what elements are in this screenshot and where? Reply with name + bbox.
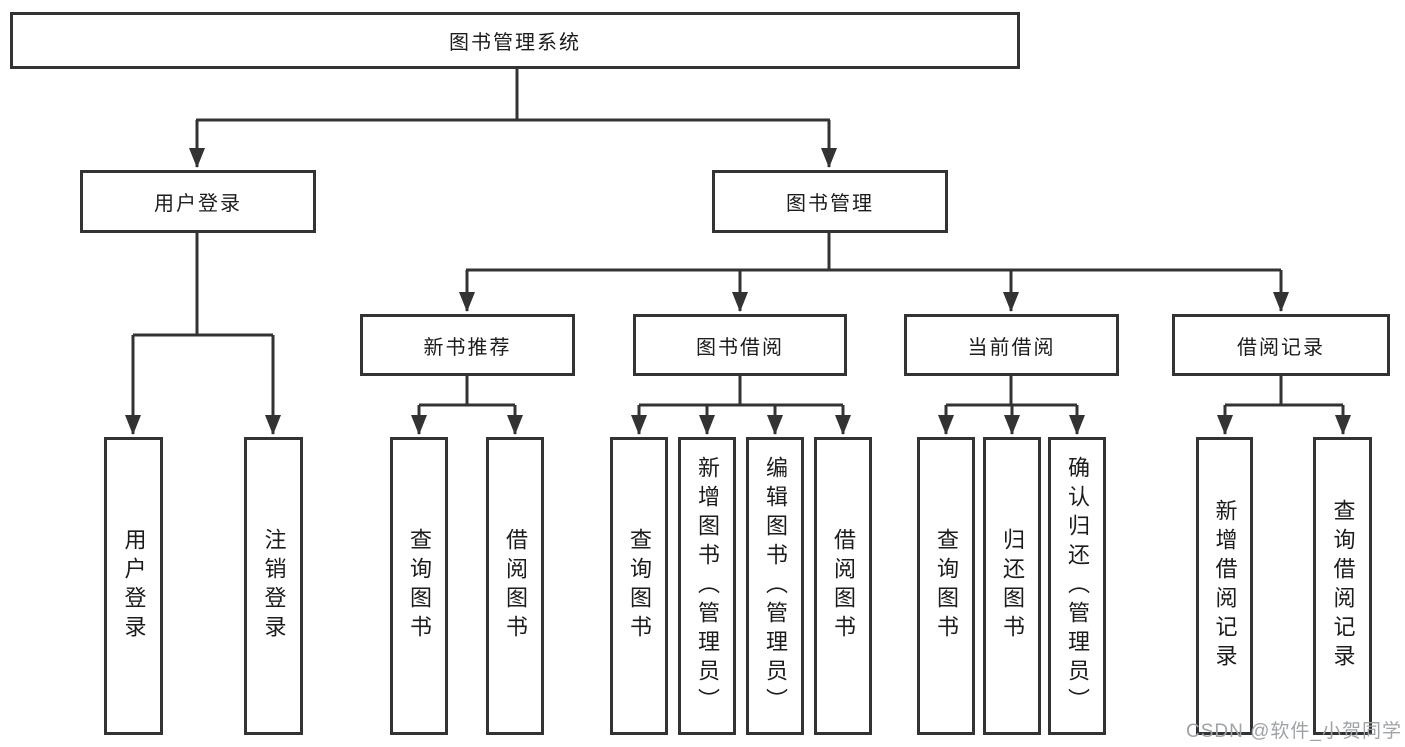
leaf-borrow-edit-book: 编辑图书（管理员） [746, 437, 804, 735]
leaf-borrow-add-book-label: 新增图书（管理员） [695, 455, 720, 717]
leaf-query-record-label: 查询借阅记录 [1330, 499, 1356, 673]
node-new-book-recommend-label: 新书推荐 [423, 336, 512, 359]
leaf-newbook-borrow-label: 借阅图书 [503, 528, 528, 644]
node-user-login-label: 用户登录 [154, 193, 242, 215]
leaf-newbook-borrow: 借阅图书 [486, 437, 544, 735]
node-book-management-label: 图书管理 [786, 193, 874, 215]
node-book-borrowing: 图书借阅 [633, 314, 847, 376]
leaf-current-query: 查询图书 [917, 437, 975, 735]
node-root-label: 图书管理系统 [449, 32, 581, 54]
node-user-login: 用户登录 [80, 170, 316, 233]
csdn-watermark: CSDN @软件_小贺同学 [1186, 721, 1402, 742]
leaf-borrow-query: 查询图书 [610, 437, 668, 735]
node-current-borrowing: 当前借阅 [904, 314, 1119, 376]
leaf-confirm-return: 确认归还（管理员） [1048, 437, 1106, 735]
leaf-user-login: 用户登录 [104, 437, 163, 735]
node-borrowing-records-label: 借阅记录 [1237, 336, 1325, 359]
leaf-query-record: 查询借阅记录 [1313, 437, 1372, 735]
leaf-add-record: 新增借阅记录 [1196, 437, 1253, 735]
node-root: 图书管理系统 [10, 12, 1020, 69]
leaf-newbook-query-label: 查询图书 [407, 528, 432, 644]
leaf-logout-label: 注销登录 [261, 528, 287, 644]
leaf-borrow-book-label: 借阅图书 [831, 528, 856, 644]
leaf-borrow-edit-book-label: 编辑图书（管理员） [763, 455, 788, 717]
leaf-current-query-label: 查询图书 [934, 528, 959, 644]
leaf-borrow-book: 借阅图书 [814, 437, 872, 735]
leaf-borrow-query-label: 查询图书 [627, 528, 652, 644]
leaf-add-record-label: 新增借阅记录 [1212, 499, 1238, 673]
leaf-logout: 注销登录 [244, 437, 303, 735]
leaf-return-book-label: 归还图书 [1000, 528, 1025, 644]
leaf-confirm-return-label: 确认归还（管理员） [1065, 455, 1090, 717]
node-current-borrowing-label: 当前借阅 [967, 336, 1056, 359]
leaf-return-book: 归还图书 [983, 437, 1041, 735]
leaf-user-login-label: 用户登录 [121, 528, 147, 644]
node-new-book-recommend: 新书推荐 [360, 314, 575, 376]
leaf-newbook-query: 查询图书 [390, 437, 448, 735]
node-book-management: 图书管理 [712, 170, 948, 233]
node-book-borrowing-label: 图书借阅 [696, 336, 784, 359]
node-borrowing-records: 借阅记录 [1172, 314, 1390, 376]
leaf-borrow-add-book: 新增图书（管理员） [678, 437, 736, 735]
